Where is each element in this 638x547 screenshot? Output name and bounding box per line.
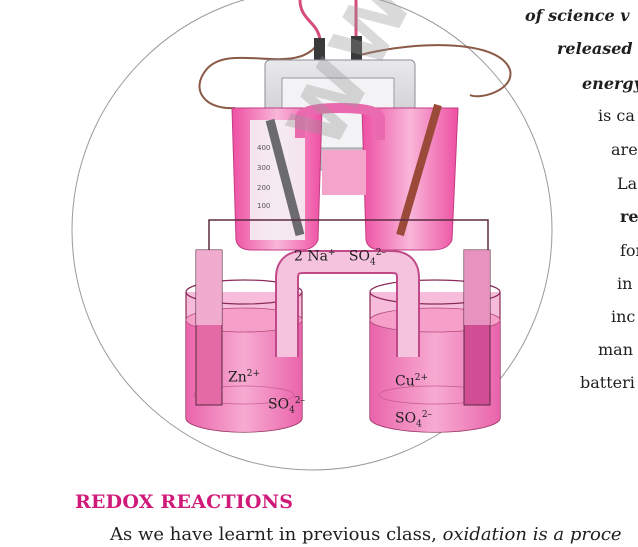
side-line-7: re (620, 207, 638, 226)
left-sulfate-label: SO42– (268, 396, 306, 416)
wire-left (198, 39, 321, 110)
salt-bridge-ions: 2 Na+ SO42– (294, 248, 386, 268)
side-line-12: batteri (580, 373, 635, 392)
svg-text:400: 400 (257, 144, 270, 152)
schematic-cell (185, 219, 501, 433)
copper-ion-label: Cu2+ (395, 373, 429, 390)
zinc-ion-label: Zn2+ (228, 369, 261, 386)
beaker-graduations: 400 300 200 100 (257, 144, 270, 210)
photo-salt-bridge (295, 102, 385, 140)
side-line-6: La (617, 174, 638, 193)
side-line-3: energy (582, 74, 638, 93)
body-text: As we have learnt in previous class, oxi… (110, 524, 622, 545)
plug-right (351, 36, 362, 64)
side-line-11: man (598, 340, 634, 359)
side-line-5: are (611, 140, 638, 159)
photo-beaker-right (361, 107, 459, 251)
external-wire (208, 219, 489, 255)
side-line-2: released (557, 39, 633, 58)
side-line-9: in (617, 274, 633, 293)
svg-text:200: 200 (257, 184, 270, 192)
svg-text:100: 100 (257, 202, 270, 210)
apparatus-photo: 400 300 200 100 (198, 0, 512, 251)
side-line-1: of science v (525, 6, 630, 25)
side-line-4: is ca (598, 106, 635, 125)
circle-frame (71, 0, 553, 471)
wire-right (359, 44, 512, 98)
plug-left (314, 38, 325, 64)
section-heading: REDOX REACTIONS (75, 491, 294, 513)
side-line-8: for (620, 241, 638, 260)
side-line-10: inc (611, 307, 636, 326)
right-sulfate-label: SO42– (395, 410, 433, 430)
galvanic-cell-illustration: 400 300 200 100 (71, 0, 553, 471)
svg-text:300: 300 (257, 164, 270, 172)
electrode-cu-photo (396, 103, 442, 237)
electrode-zn-photo (265, 118, 305, 237)
photo-cell-body (322, 150, 366, 195)
